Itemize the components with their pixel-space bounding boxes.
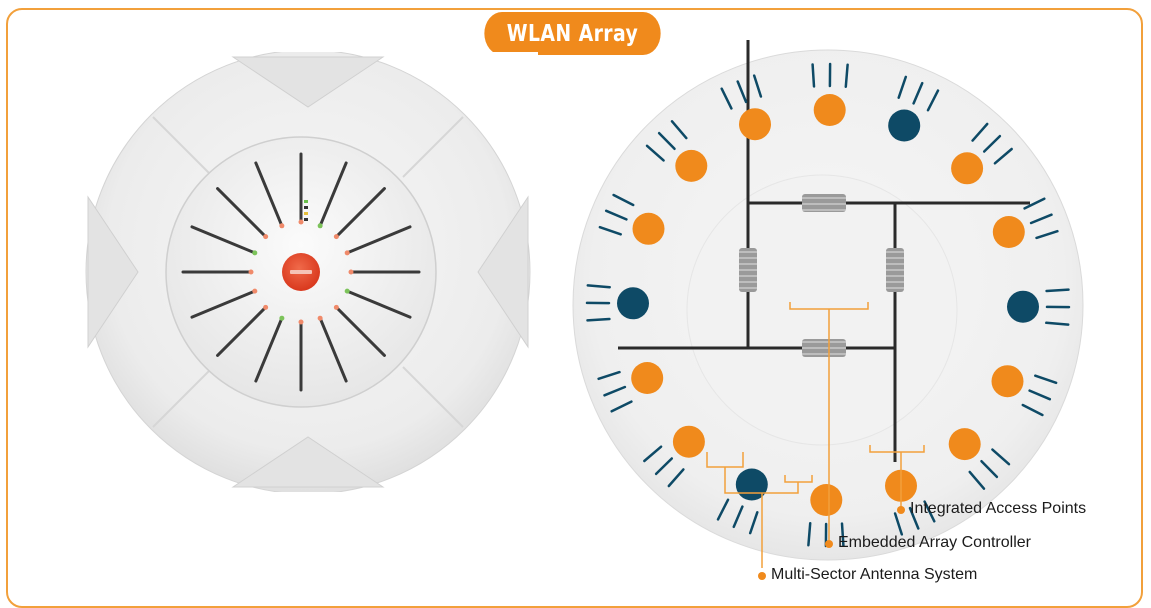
- antenna-led: [279, 316, 284, 321]
- antenna-led: [279, 223, 284, 228]
- antenna-dot: [758, 572, 766, 580]
- antenna-led: [299, 320, 304, 325]
- access-point-node: [814, 94, 846, 126]
- access-point-node: [631, 362, 663, 394]
- coil-right: [886, 248, 904, 292]
- antenna-led: [249, 270, 254, 275]
- controller-dot: [825, 540, 833, 548]
- coil-left: [739, 248, 757, 292]
- label-integrated-access-points: Integrated Access Points: [910, 500, 1086, 518]
- access-point-node: [951, 152, 983, 184]
- access-point-node: [673, 426, 705, 458]
- antenna-led: [345, 289, 350, 294]
- device-photo: [83, 52, 538, 492]
- label-embedded-array-controller: Embedded Array Controller: [838, 534, 1031, 552]
- coil-bottom: [802, 339, 846, 357]
- label-multi-sector-antenna-system: Multi-Sector Antenna System: [771, 566, 977, 584]
- access-point-node: [810, 484, 842, 516]
- access-point-node: [949, 428, 981, 460]
- access-point-node: [633, 213, 665, 245]
- access-point-node: [993, 216, 1025, 248]
- device-photo-svg: [83, 52, 538, 492]
- antenna-led: [263, 234, 268, 239]
- access-points-dot: [897, 506, 905, 514]
- antenna-led: [318, 223, 323, 228]
- access-point-node: [617, 287, 649, 319]
- schematic-inner-disc: [687, 175, 957, 445]
- antenna-led: [334, 305, 339, 310]
- device-logo-mark: [290, 270, 312, 274]
- antenna-led: [334, 234, 339, 239]
- antenna-ray: [588, 319, 610, 320]
- antenna-led: [318, 316, 323, 321]
- antenna-ray: [813, 65, 814, 87]
- access-point-node: [992, 365, 1024, 397]
- access-point-node: [739, 108, 771, 140]
- access-point-node: [1007, 291, 1039, 323]
- antenna-led: [252, 250, 257, 255]
- access-point-node: [888, 110, 920, 142]
- antenna-ray: [1047, 290, 1069, 291]
- antenna-led: [349, 270, 354, 275]
- antenna-led: [345, 250, 350, 255]
- antenna-led: [263, 305, 268, 310]
- antenna-led: [299, 220, 304, 225]
- antenna-led: [252, 289, 257, 294]
- access-point-node: [736, 469, 768, 501]
- coil-top: [802, 194, 846, 212]
- access-point-node: [675, 150, 707, 182]
